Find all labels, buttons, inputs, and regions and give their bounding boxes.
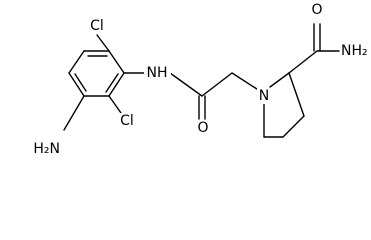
label-bg-nh-amide	[144, 65, 171, 81]
bond-to-cl-top	[96, 34, 110, 52]
n-ring-label: N	[259, 88, 269, 104]
bond-nh-to-carbonyl-carbon	[169, 72, 203, 97]
bond-ring-left-to-top-left	[68, 50, 85, 74]
bond-carbonyl-to-methylene	[201, 72, 233, 97]
label-bg-cl-top	[88, 18, 106, 34]
o-amide-label: O	[197, 120, 208, 136]
label-bg-o-amide	[196, 120, 210, 136]
bond-ring-right-to-bottom-right	[108, 72, 125, 97]
bond-to-nh2-amine	[63, 95, 85, 131]
bond-c2-to-c3	[288, 72, 305, 117]
label-bg-o-carboxamide	[310, 2, 324, 18]
bond-n-to-c2	[269, 72, 290, 88]
o-carboxamide-label: O	[311, 2, 322, 18]
label-bg-n-ring	[257, 88, 271, 104]
structural-formula: Cl NH H₂N Cl O N O NH₂	[30, 2, 370, 157]
nh2-carboxamide-label: NH₂	[341, 43, 368, 59]
nh2-amine-label: H₂N	[33, 141, 60, 157]
bond-c3-to-c4	[282, 115, 305, 138]
cl-bottom-label: Cl	[120, 113, 134, 129]
label-bg-cl-bottom	[118, 113, 136, 129]
bond-c2-to-carboxamide-carbon	[288, 50, 318, 74]
bond-to-cl-bottom	[108, 95, 122, 114]
bond-ring-inner-double-left	[74, 73, 87, 92]
bond-ring-bottom-left-to-left	[68, 72, 85, 97]
bond-ring-inner-double-right	[105, 73, 119, 93]
bond-ring-top-right-to-right	[108, 50, 125, 74]
cl-top-label: Cl	[90, 18, 104, 34]
nh-amide-label: NH	[147, 65, 168, 81]
label-bg-nh2-carboxamide	[340, 43, 370, 59]
label-bg-nh2-amine	[30, 141, 62, 157]
bond-methylene-to-n-ring	[231, 72, 261, 92]
